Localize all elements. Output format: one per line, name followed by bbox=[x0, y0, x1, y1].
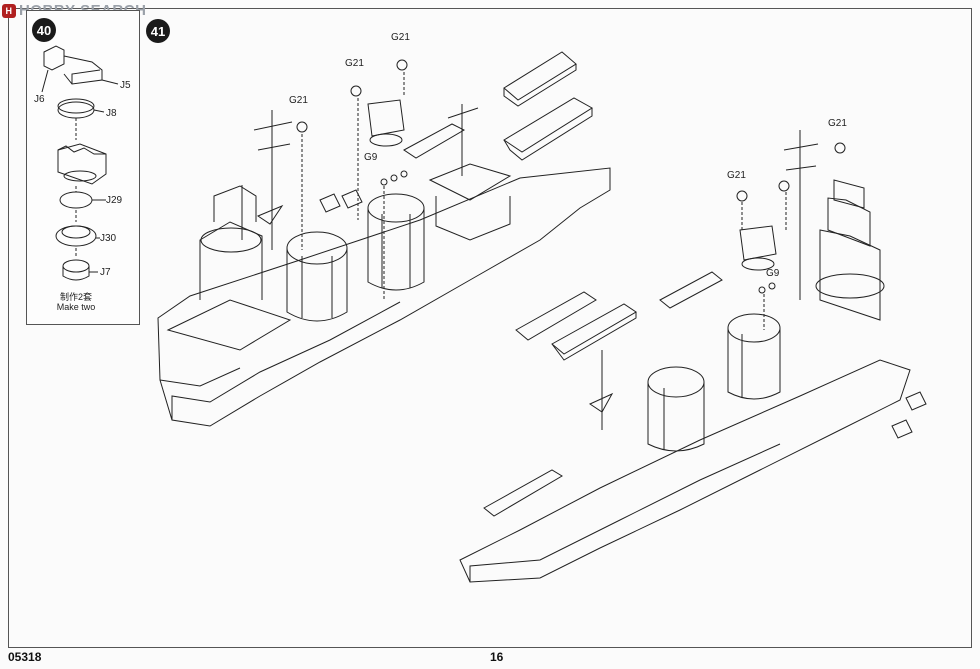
step-40-inset bbox=[26, 10, 140, 325]
product-code: 05318 bbox=[8, 650, 42, 664]
left-bridge-tower-icon bbox=[166, 185, 292, 351]
note-chinese: 制作2套 bbox=[59, 292, 92, 302]
left-boat-b-icon bbox=[503, 97, 593, 161]
label-j6: J6 bbox=[34, 94, 45, 105]
callout-g21-right-2: G21 bbox=[828, 118, 847, 129]
right-g21-parts-icon bbox=[736, 142, 846, 232]
left-searchlight-icon bbox=[367, 99, 405, 147]
right-funnel-b-icon bbox=[647, 366, 705, 452]
label-j8: J8 bbox=[106, 108, 117, 119]
right-boat-a-icon bbox=[515, 291, 597, 341]
part-j7-housing-icon bbox=[57, 143, 107, 185]
label-j29: J29 bbox=[106, 195, 123, 206]
left-funnel-a-icon bbox=[286, 231, 348, 322]
part-j8-icon bbox=[57, 98, 105, 119]
callout-g21-left-1: G21 bbox=[289, 95, 308, 106]
left-ship-hull-icon bbox=[157, 167, 611, 427]
part-j29-icon bbox=[59, 191, 106, 209]
left-boat-c-icon bbox=[403, 123, 466, 159]
left-boat-a-icon bbox=[503, 51, 577, 107]
part-j7-icon bbox=[62, 259, 98, 281]
callout-g9-left: G9 bbox=[364, 152, 378, 163]
right-funnel-a-icon bbox=[727, 313, 781, 400]
callout-g21-right-1: G21 bbox=[727, 170, 746, 181]
part-j5-j6-icon bbox=[41, 45, 119, 93]
label-j5: J5 bbox=[120, 80, 131, 91]
page-frame bbox=[8, 8, 972, 648]
left-aa-guns-icon bbox=[319, 189, 363, 213]
note-make-two: Make two bbox=[56, 302, 96, 312]
right-g9-parts-icon bbox=[758, 282, 776, 330]
right-boat-c-icon bbox=[659, 271, 723, 309]
step-41-badge: 41 bbox=[146, 19, 170, 43]
right-aa-guns-icon bbox=[891, 391, 927, 439]
callout-g9-right: G9 bbox=[766, 268, 780, 279]
label-j7: J7 bbox=[100, 267, 111, 278]
part-j30-icon bbox=[55, 225, 100, 247]
left-g9-parts-icon bbox=[380, 170, 408, 300]
callout-g21-left-2: G21 bbox=[345, 58, 364, 69]
right-mainmast-icon bbox=[588, 130, 819, 430]
callout-g21-left-3: G21 bbox=[391, 32, 410, 43]
label-j30: J30 bbox=[100, 233, 117, 244]
hobbysearch-logo-icon: H bbox=[2, 3, 16, 18]
right-bridge-tower-icon bbox=[815, 179, 885, 321]
right-boat-d-icon bbox=[483, 469, 563, 517]
step-40-badge: 40 bbox=[32, 18, 56, 42]
right-ship-hull-icon bbox=[459, 359, 911, 583]
left-funnel-b-icon bbox=[367, 193, 425, 291]
left-g21-parts-icon bbox=[296, 59, 408, 250]
page-number: 16 bbox=[490, 650, 504, 664]
right-searchlight-icon bbox=[739, 225, 777, 271]
right-boat-b-icon bbox=[551, 303, 637, 361]
left-mainmast-icon bbox=[241, 110, 293, 250]
left-aft-deck-icon bbox=[428, 104, 512, 241]
